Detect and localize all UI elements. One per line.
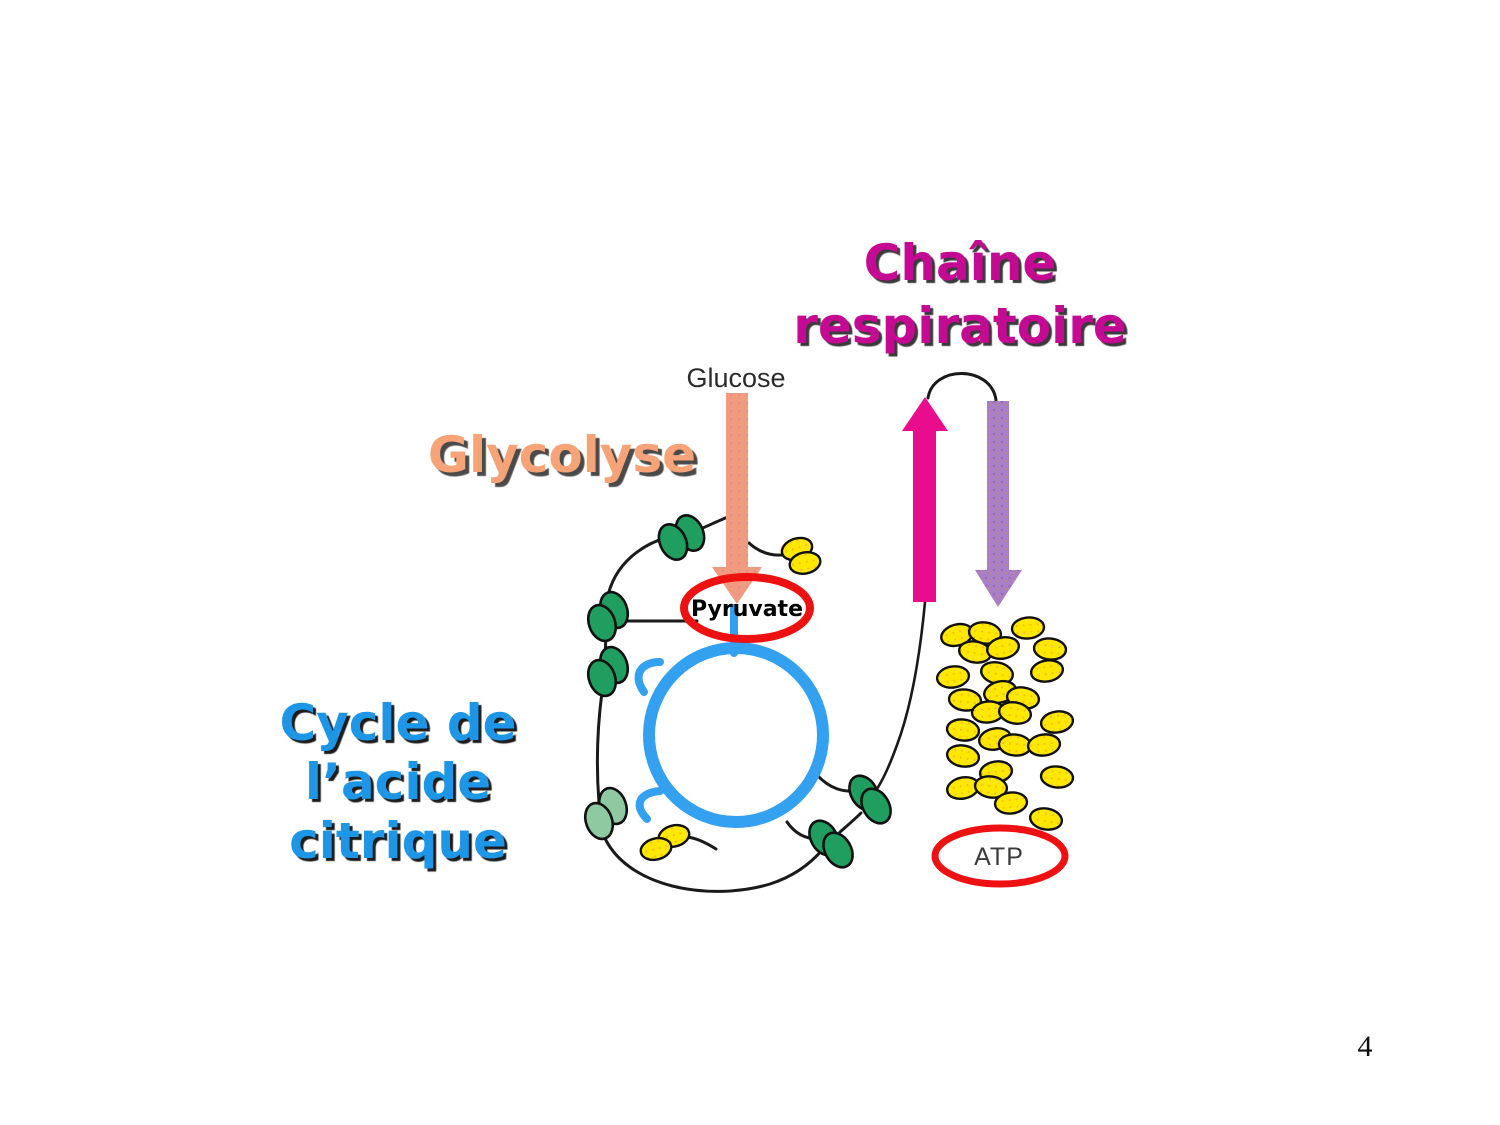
respiratory-chain-arrow-down (975, 401, 1022, 607)
citric-acid-cycle-circle (634, 604, 829, 828)
cycle-ring (643, 642, 829, 828)
pyruvate-highlight-ellipse (680, 573, 814, 643)
cycle-exit-hook-upper (634, 658, 664, 696)
fadh2-pair-bottom-left (583, 786, 629, 841)
cycle-exit-hook-lower (635, 787, 664, 823)
nadh-pair-bottom-right (808, 819, 854, 869)
respiratory-chain-title: Chaîne respiratoire (735, 232, 1185, 358)
connector-f-to-e (838, 811, 863, 834)
glycolysis-title: Glycolyse (427, 426, 697, 484)
atp-molecules-cluster (935, 616, 1075, 831)
nadh-pair-top (657, 514, 706, 561)
atp-label: ATP (974, 843, 1024, 871)
citric-acid-cycle-title-line3: citrique (289, 812, 507, 870)
atp-pair-top (780, 536, 822, 575)
nadh-pair-left-lower (586, 645, 630, 698)
connector-circle-to-bottom-atp (685, 835, 718, 851)
citric-acid-cycle-title-line2: l’acide (304, 753, 492, 811)
connector-bottom-sweep (601, 832, 825, 893)
respiratory-chain-title-line2: respiratoire (793, 297, 1127, 355)
page-number: 4 (1357, 1030, 1373, 1063)
pyruvate-label: Pyruvate (691, 597, 803, 622)
nadh-pair-right (848, 774, 892, 825)
nadh-molecules (586, 514, 892, 869)
respiratory-chain-title-line1: Chaîne (863, 234, 1057, 292)
connector-left-to-top (605, 535, 670, 602)
citric-acid-cycle-title-line1: Cycle de (279, 694, 517, 752)
atp-pair-bottom (639, 823, 691, 862)
atp-highlight-ellipse (931, 824, 1069, 888)
pathway-connectors (595, 372, 998, 893)
glucose-label: Glucose (686, 363, 785, 393)
nadh-pair-left-upper (586, 590, 630, 643)
connector-nadh-to-chain (870, 600, 927, 798)
connector-chain-loop (926, 372, 998, 402)
glycolysis-arrow-down (712, 393, 762, 604)
respiratory-chain-arrow-up (902, 397, 948, 602)
connector-left-column-2 (595, 690, 604, 805)
citric-acid-cycle-title: Cycle de l’acide citrique (248, 694, 548, 871)
